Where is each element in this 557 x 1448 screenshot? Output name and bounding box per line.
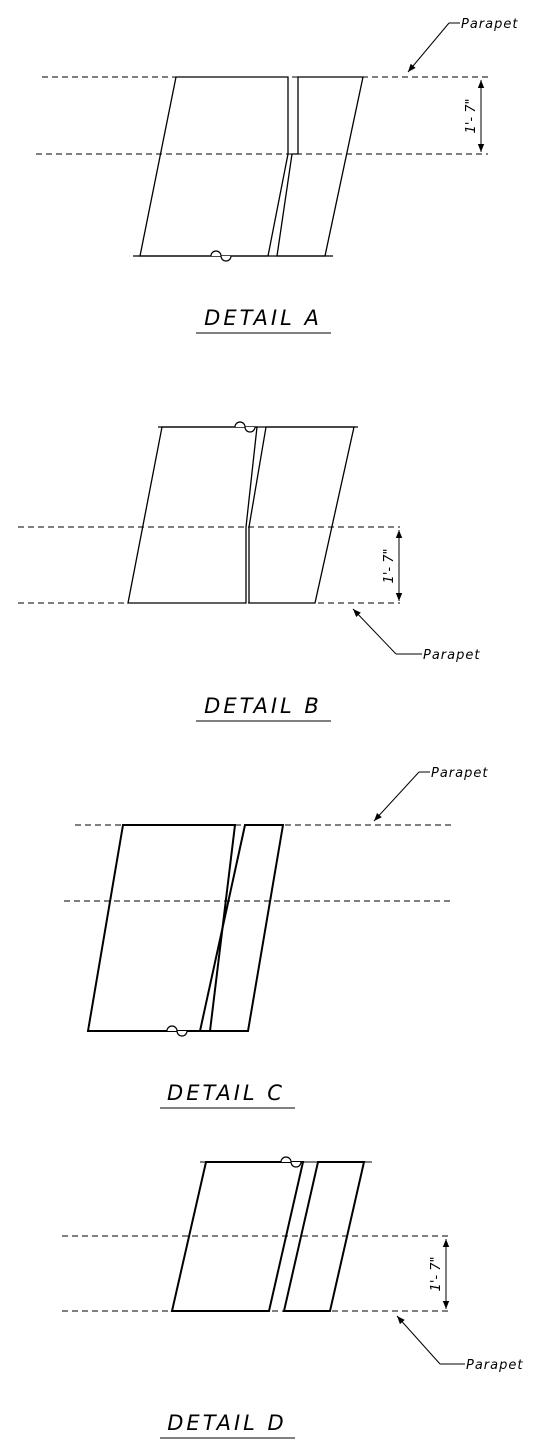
detail-d-dimension-text: 1'- 7": [429, 1257, 444, 1292]
detail-a-leader-arrow: [407, 22, 450, 73]
detail-c-parapet-label: Parapet: [431, 766, 488, 781]
detail-c-leader-arrow: [373, 771, 420, 822]
detail-a: Parapet 1'- 7" DETAIL A: [36, 17, 518, 334]
detail-c-title: DETAIL C: [167, 1081, 285, 1105]
detail-d-break-symbol: [280, 1156, 302, 1168]
detail-c-left-section: [86, 824, 237, 1032]
detail-b-leader-arrow: [352, 608, 397, 655]
detail-d-title: DETAIL D: [167, 1411, 286, 1435]
detail-d-parapet-label: Parapet: [466, 1358, 523, 1373]
detail-d-leader-arrow: [396, 1315, 441, 1365]
detail-a-right-section: [276, 76, 364, 257]
detail-b-title: DETAIL B: [204, 694, 322, 718]
detail-b-right-section: [248, 426, 355, 604]
detail-c-right-section: [198, 824, 285, 1032]
detail-b-left-section: [127, 426, 258, 604]
detail-b: Parapet 1'- 7" DETAIL B: [18, 421, 480, 722]
detail-c: Parapet DETAIL C: [64, 766, 488, 1109]
detail-d: Parapet 1'- 7" DETAIL D: [62, 1156, 523, 1439]
detail-c-break-symbol: [166, 1025, 188, 1037]
detail-a-left-section: [139, 76, 289, 257]
detail-b-parapet-label: Parapet: [423, 648, 480, 663]
detail-a-break-symbol: [210, 250, 232, 262]
detail-a-parapet-label: Parapet: [461, 17, 518, 32]
detail-b-break-symbol: [234, 421, 256, 433]
detail-a-dimension-text: 1'- 7": [464, 99, 479, 134]
detail-b-dimension-text: 1'- 7": [382, 549, 397, 584]
detail-a-title: DETAIL A: [204, 306, 322, 330]
